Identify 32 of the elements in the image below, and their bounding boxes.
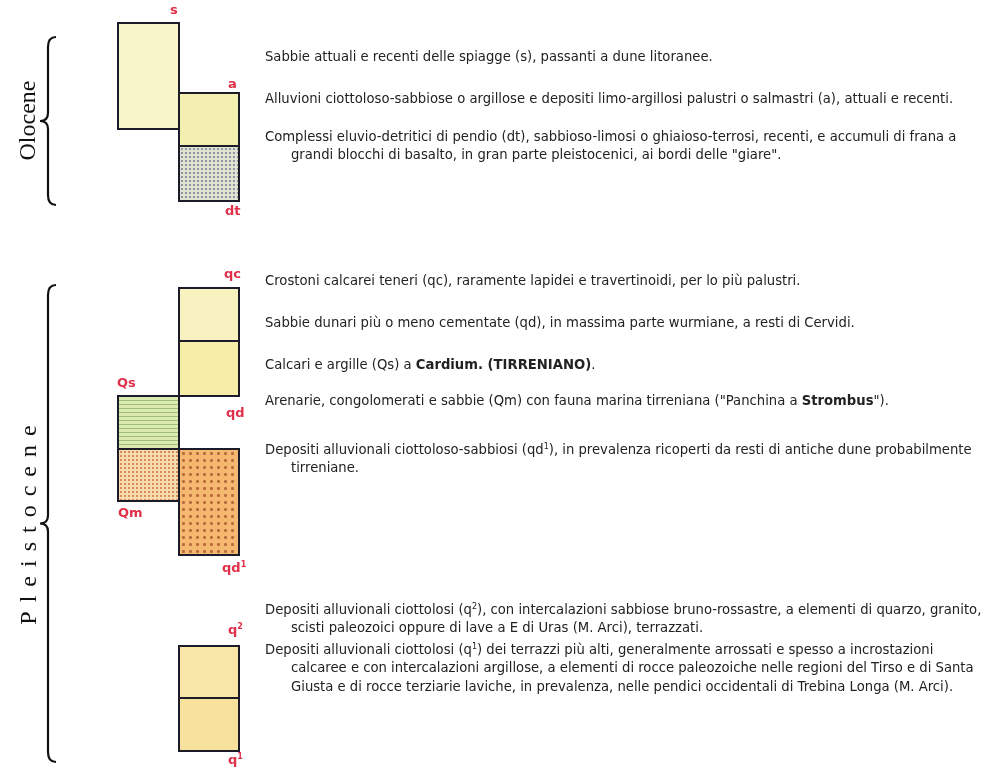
unit-description: Crostoni calcarei teneri (qc), raramente lapidei e travertinoidi, per lo più palustri. <box>265 272 802 290</box>
unit-box <box>178 145 240 202</box>
unit-code: qd$^{1}$ <box>222 560 247 576</box>
unit-description: Depositi alluvionali ciottoloso-sabbiosi (qd$^{1}$), in prevalenza ricoperti da resti di antiche dune probabilmente tirreniane. <box>265 441 973 478</box>
unit-box <box>178 340 240 397</box>
unit-description: Calcari e argille (Qs) a Cardium. (TIRRENIANO). <box>265 356 597 374</box>
unit-description: Alluvioni ciottoloso-sabbiose o argillose e depositi limo-argillosi palustri o salmastri (a), attuali e recenti. <box>265 90 955 108</box>
unit-code: Qm <box>118 505 143 520</box>
unit-code: q$^{2}$ <box>228 622 243 638</box>
unit-description: Complessi eluvio-detritici di pendio (dt), sabbioso-limosi o ghiaioso-terrosi, recenti, e accumuli di frana a grandi blocchi di basalto, in gran parte pleistocenici, ai bordi delle "giare". <box>265 128 958 165</box>
unit-description: Sabbie attuali e recenti delle spiagge (s), passanti a dune litoranee. <box>265 48 714 66</box>
unit-box <box>178 697 240 752</box>
unit-code: dt <box>225 203 241 218</box>
unit-code: s <box>170 2 178 17</box>
unit-description: Depositi alluvionali ciottolosi (q$^{2}$), con intercalazioni sabbiose bruno-rossastre, a elementi di quarzo, granito, scisti paleozoici oppure di lave a E di Uras (M. Arci), terrazzati. <box>265 601 983 638</box>
unit-description: Sabbie dunari più o meno cementate (qd), in massima parte wurmiane, a resti di Cervidi. <box>265 314 856 332</box>
unit-code: q$^{1}$ <box>228 752 243 768</box>
unit-code: qd <box>226 405 245 420</box>
unit-code: qc <box>224 266 241 281</box>
unit-box <box>178 287 240 342</box>
unit-box <box>178 92 240 147</box>
unit-box <box>117 395 180 450</box>
epoch-label: Pleistocene <box>14 415 42 625</box>
unit-description: Depositi alluvionali ciottolosi (q$^{1}$) dei terrazzi più alti, generalmente arrossati e spesso a incrostazioni calcaree e con intercalazioni argillose, a elementi di rocce paleozoiche nelle regioni del Tirso e di Santa Giusta e di rocce terziarie laviche, in prevalenza, nelle pendici occidentali di Trebina Longa (M. Arci). <box>265 641 975 696</box>
unit-box <box>117 22 180 130</box>
unit-code: Qs <box>117 375 136 390</box>
epoch-label: Olocene <box>14 80 42 160</box>
unit-code: a <box>228 76 237 91</box>
unit-box <box>178 645 240 699</box>
unit-description: Arenarie, congolomerati e sabbie (Qm) con fauna marina tirreniana ("Panchina a Strombus"). <box>265 392 890 410</box>
unit-box <box>178 448 240 556</box>
unit-box <box>117 448 180 502</box>
